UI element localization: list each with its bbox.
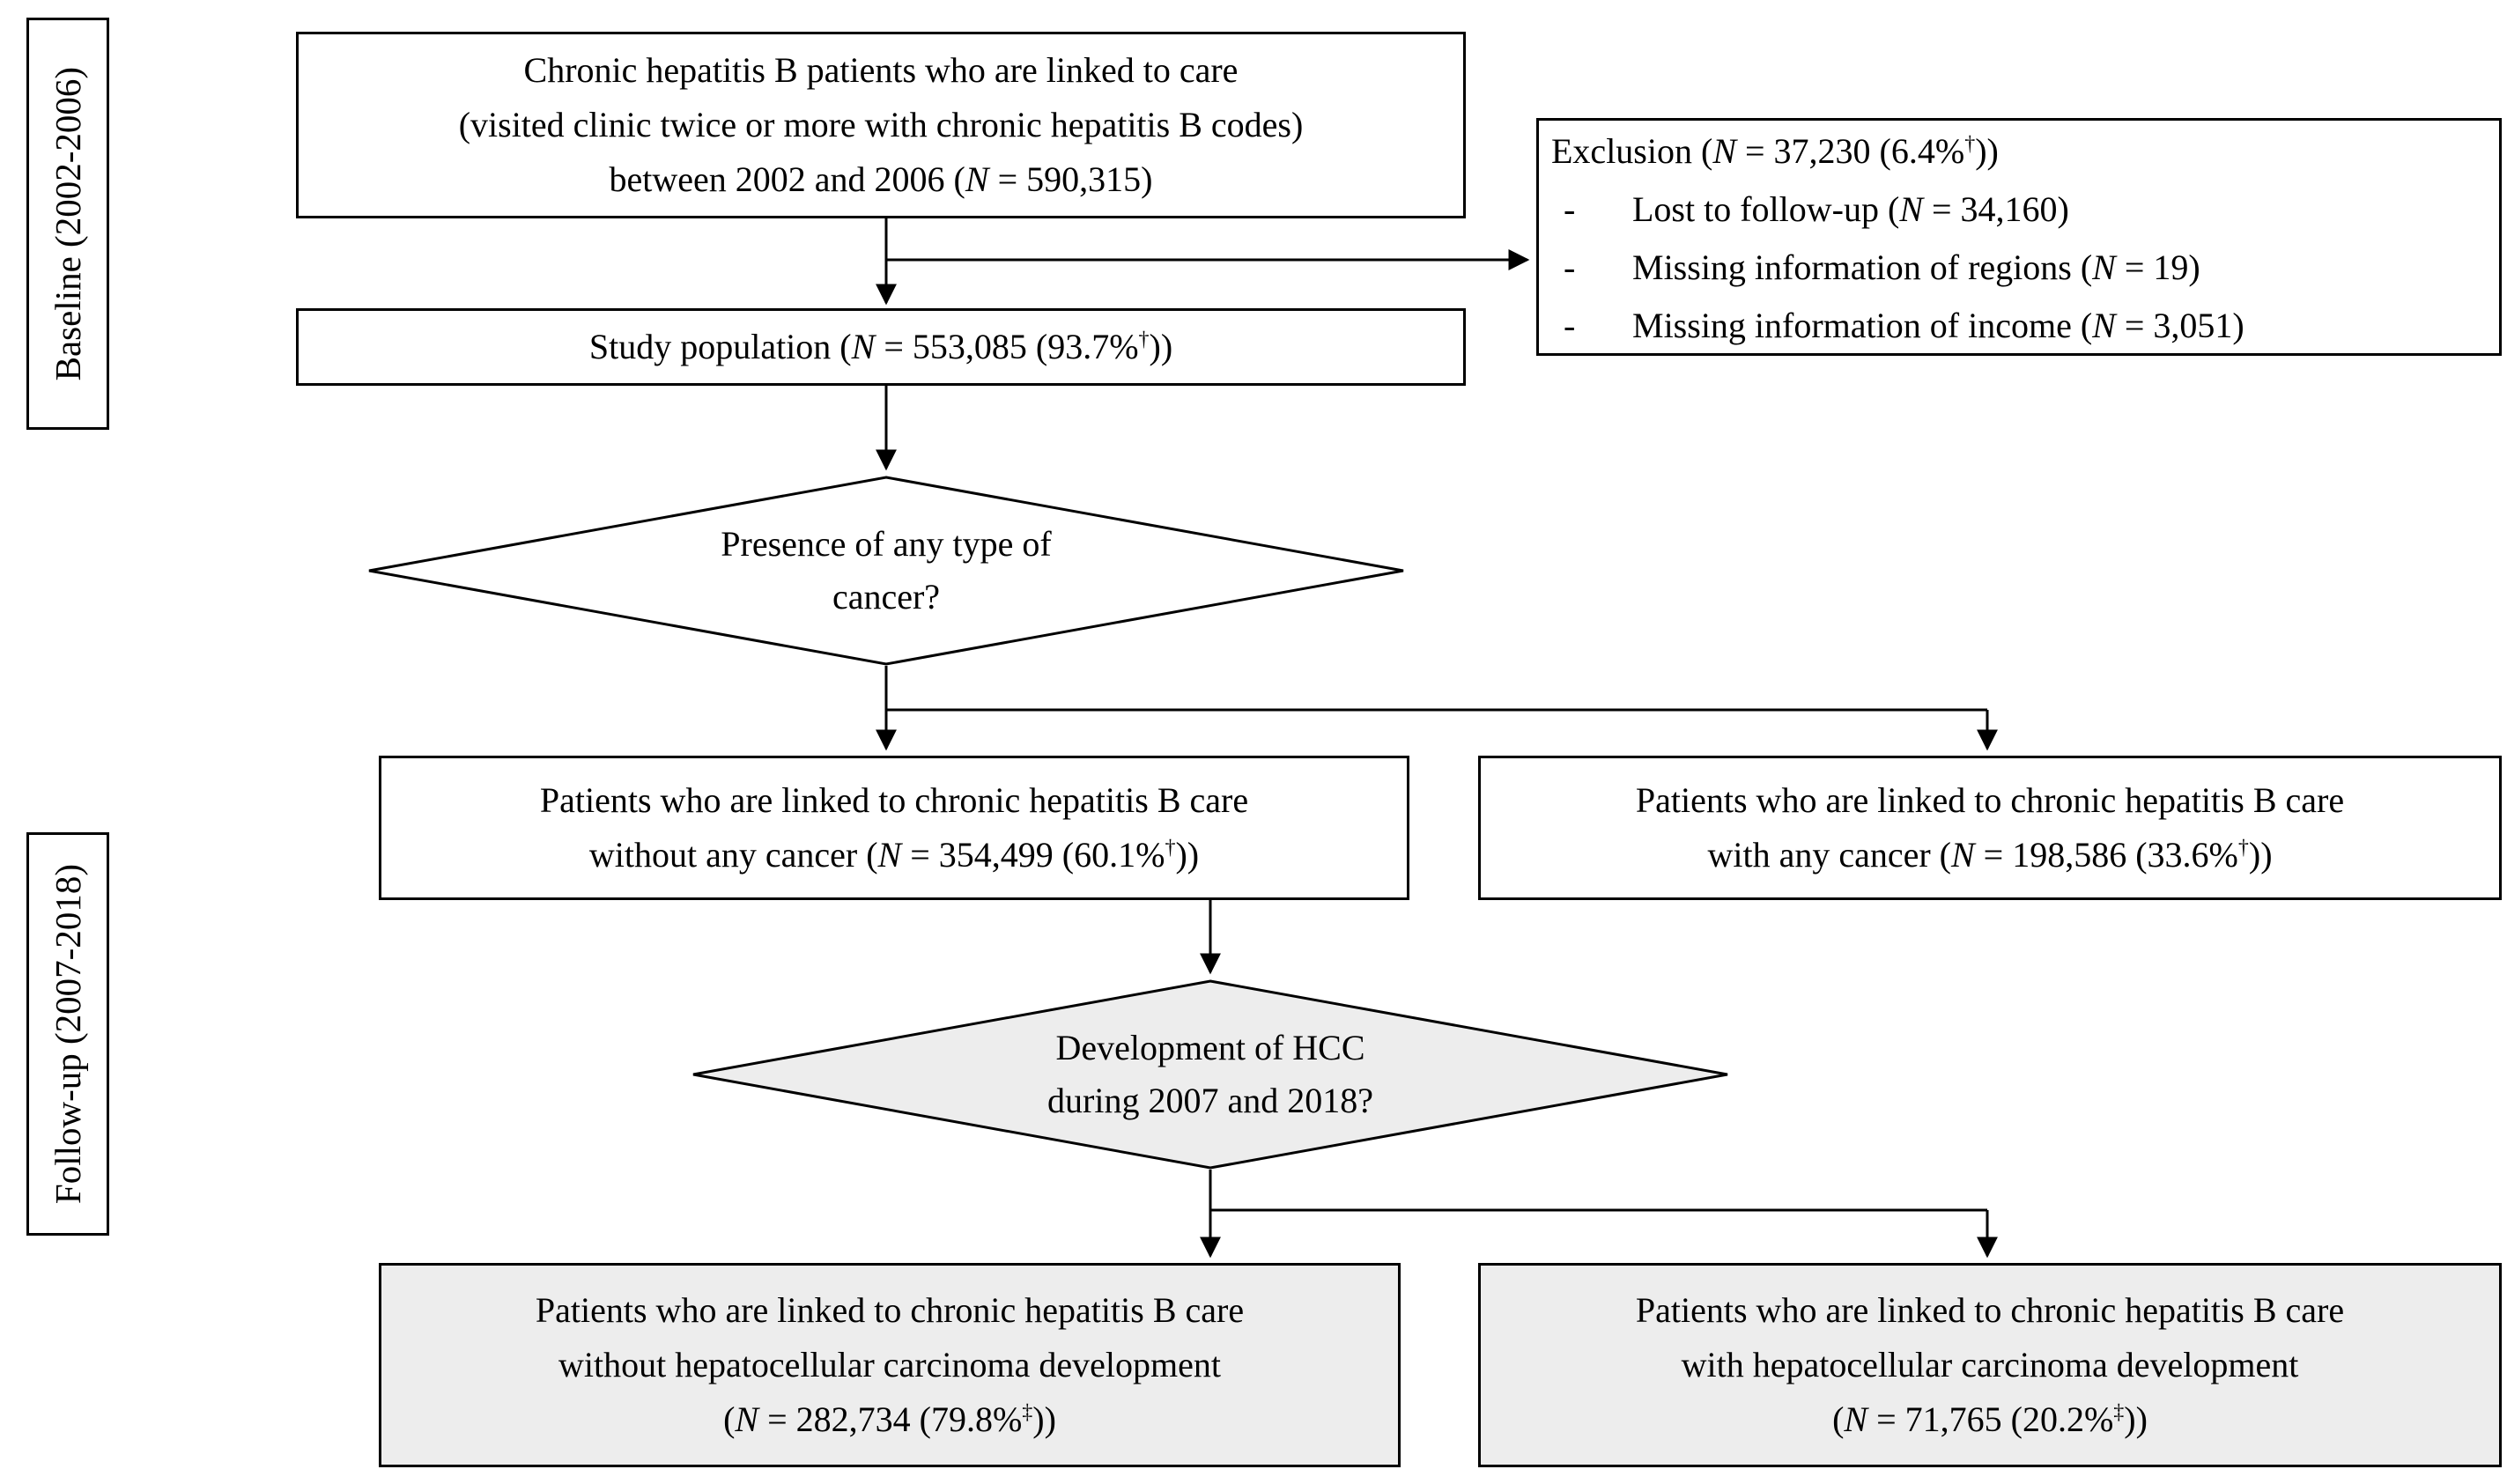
node-chb-patients-text: Chronic hepatitis B patients who are lin… — [458, 50, 1304, 199]
diamond-polygon — [692, 979, 1728, 1170]
connector-cancer-split — [884, 666, 1987, 712]
decision-cancer-presence-text: Presence of any type of cancer? — [721, 524, 1052, 616]
exclusion-item: - Missing information of income (N = 3,0… — [1551, 297, 2490, 355]
exclusion-bullet: - — [1564, 306, 1576, 345]
diamond-polygon — [368, 476, 1404, 666]
exclusion-bullet: - — [1564, 189, 1576, 229]
node-exclusion: Exclusion (N = 37,230 (6.4%†)) - Lost to… — [1536, 118, 2502, 356]
diamond-shape — [692, 979, 1728, 1170]
node-with-any-cancer: Patients who are linked to chronic hepat… — [1478, 756, 2502, 900]
node-without-any-cancer: Patients who are linked to chronic hepat… — [379, 756, 1409, 900]
phase-label-followup-text: Follow-up (2007-2018) — [48, 863, 88, 1205]
node-study-population-text: Study population (N = 553,085 (93.7%†)) — [588, 327, 1173, 366]
phase-label-baseline-text: Baseline (2002-2006) — [48, 66, 88, 381]
decision-hcc-development: Development of HCC during 2007 and 2018? — [691, 979, 1730, 1170]
exclusion-item: - Lost to follow-up (N = 34,160) — [1551, 181, 2490, 239]
node-with-hcc-development: Patients who are linked to chronic hepat… — [1478, 1263, 2502, 1467]
node-study-population: Study population (N = 553,085 (93.7%†)) — [296, 308, 1466, 386]
exclusion-item: - Missing information of regions (N = 19… — [1551, 239, 2490, 297]
decision-cancer-presence: Presence of any type of cancer? — [366, 476, 1406, 666]
exclusion-item-text: Missing information of regions (N = 19) — [1632, 247, 2200, 287]
exclusion-title: Exclusion (N = 37,230 (6.4%†)) — [1551, 131, 1999, 171]
decision-hcc-development-text: Development of HCC during 2007 and 2018? — [1047, 1028, 1373, 1120]
phase-label-followup: Follow-up (2007-2018) — [26, 832, 109, 1236]
diamond-shape — [368, 476, 1404, 666]
node-with-hcc-development-text: Patients who are linked to chronic hepat… — [1635, 1290, 2345, 1439]
exclusion-item-text: Lost to follow-up (N = 34,160) — [1632, 189, 2069, 229]
node-with-any-cancer-text: Patients who are linked to chronic hepat… — [1635, 780, 2345, 875]
exclusion-bullet: - — [1564, 247, 1576, 287]
phase-label-baseline: Baseline (2002-2006) — [26, 18, 109, 430]
node-without-hcc-development: Patients who are linked to chronic hepat… — [379, 1263, 1401, 1467]
node-without-any-cancer-text: Patients who are linked to chronic hepat… — [539, 780, 1249, 875]
node-without-hcc-development-text: Patients who are linked to chronic hepat… — [535, 1290, 1245, 1439]
node-chb-patients-linked-to-care: Chronic hepatitis B patients who are lin… — [296, 32, 1466, 218]
connector-hcc-split — [1209, 1170, 1987, 1212]
exclusion-item-text: Missing information of income (N = 3,051… — [1632, 306, 2244, 345]
